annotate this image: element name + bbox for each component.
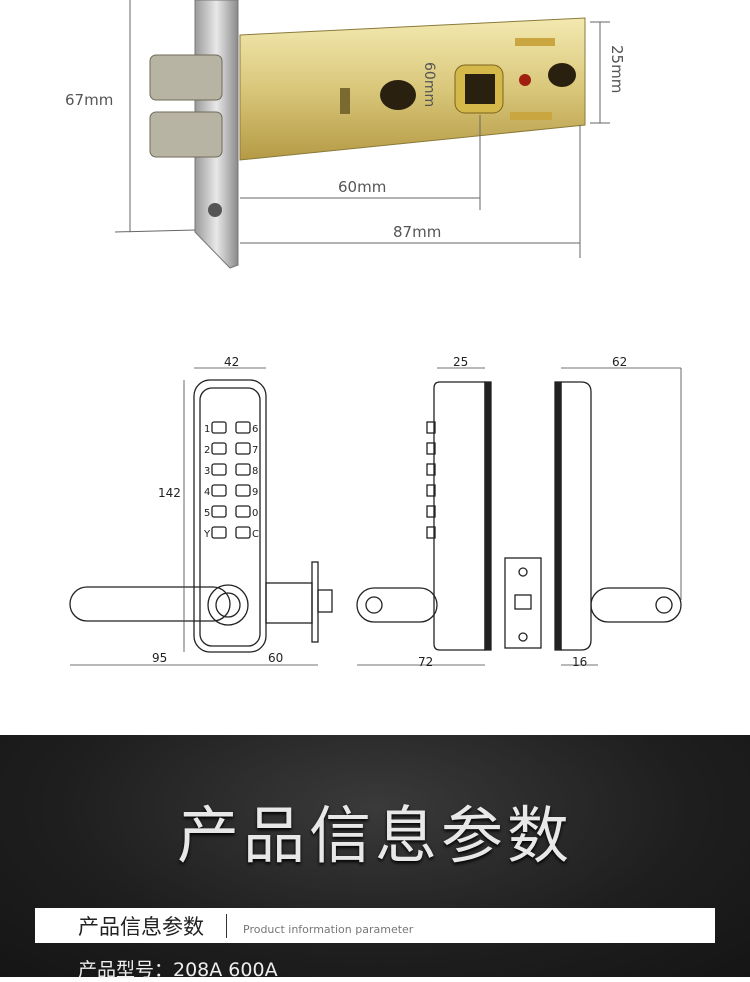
product-model: 产品型号：208A 600A [78, 959, 278, 981]
keypad-label: 2 [204, 445, 210, 456]
side-key [426, 505, 436, 518]
keypad-button [235, 484, 251, 497]
keypad-button [211, 442, 227, 455]
dim-right-height: 62 [612, 355, 627, 369]
keypad-button [235, 526, 251, 539]
keypad-label: Y [203, 529, 211, 540]
dim-depth: 25mm [608, 45, 626, 93]
keypad-label: 6 [252, 424, 258, 435]
keypad-button [211, 421, 227, 434]
dim-spacing: 60mm [421, 62, 437, 107]
keypad-button [235, 442, 251, 455]
keypad-button [211, 526, 227, 539]
bar-subtitle: Product information parameter [243, 923, 414, 936]
bar-title: 产品信息参数 [78, 914, 204, 939]
keypad-label: 1 [204, 424, 210, 435]
keypad-label: 4 [204, 487, 210, 498]
keypad-button [235, 421, 251, 434]
keypad-label: 0 [252, 508, 258, 519]
dim-side-depth: 25 [453, 355, 468, 369]
keypad-label: C [252, 529, 259, 540]
keypad-button [235, 505, 251, 518]
mortise-lock-photo: 67mm 60mm 87mm 60mm 25mm [0, 0, 750, 300]
dim-height: 67mm [65, 91, 113, 109]
keypad-label: 7 [252, 445, 258, 456]
info-section: 产品信息参数 产品信息参数 Product information parame… [0, 735, 750, 981]
side-key [426, 463, 436, 476]
keypad-button [211, 463, 227, 476]
dim-width: 42 [224, 355, 239, 369]
dim-total: 87mm [393, 223, 441, 241]
dim-rose: 16 [572, 655, 587, 669]
bar-divider [226, 913, 227, 938]
keypad-button [211, 505, 227, 518]
dim-handle: 95 [152, 651, 167, 665]
dim-backset: 60mm [338, 178, 386, 196]
side-key [426, 484, 436, 497]
side-key [426, 442, 436, 455]
keypad-label: 5 [204, 508, 210, 519]
dim-side-handle: 72 [418, 655, 433, 669]
dim-height: 142 [158, 486, 181, 500]
keypad-label: 9 [252, 487, 258, 498]
section-bar: 产品信息参数 Product information parameter [35, 908, 715, 943]
keypad-label: 8 [252, 466, 258, 477]
side-key [426, 526, 436, 539]
side-key [426, 421, 436, 434]
section-title: 产品信息参数 [176, 799, 573, 872]
keypad-button [235, 463, 251, 476]
keypad-label: 3 [204, 466, 210, 477]
dim-spindle: 60 [268, 651, 283, 665]
keypad-button [211, 484, 227, 497]
